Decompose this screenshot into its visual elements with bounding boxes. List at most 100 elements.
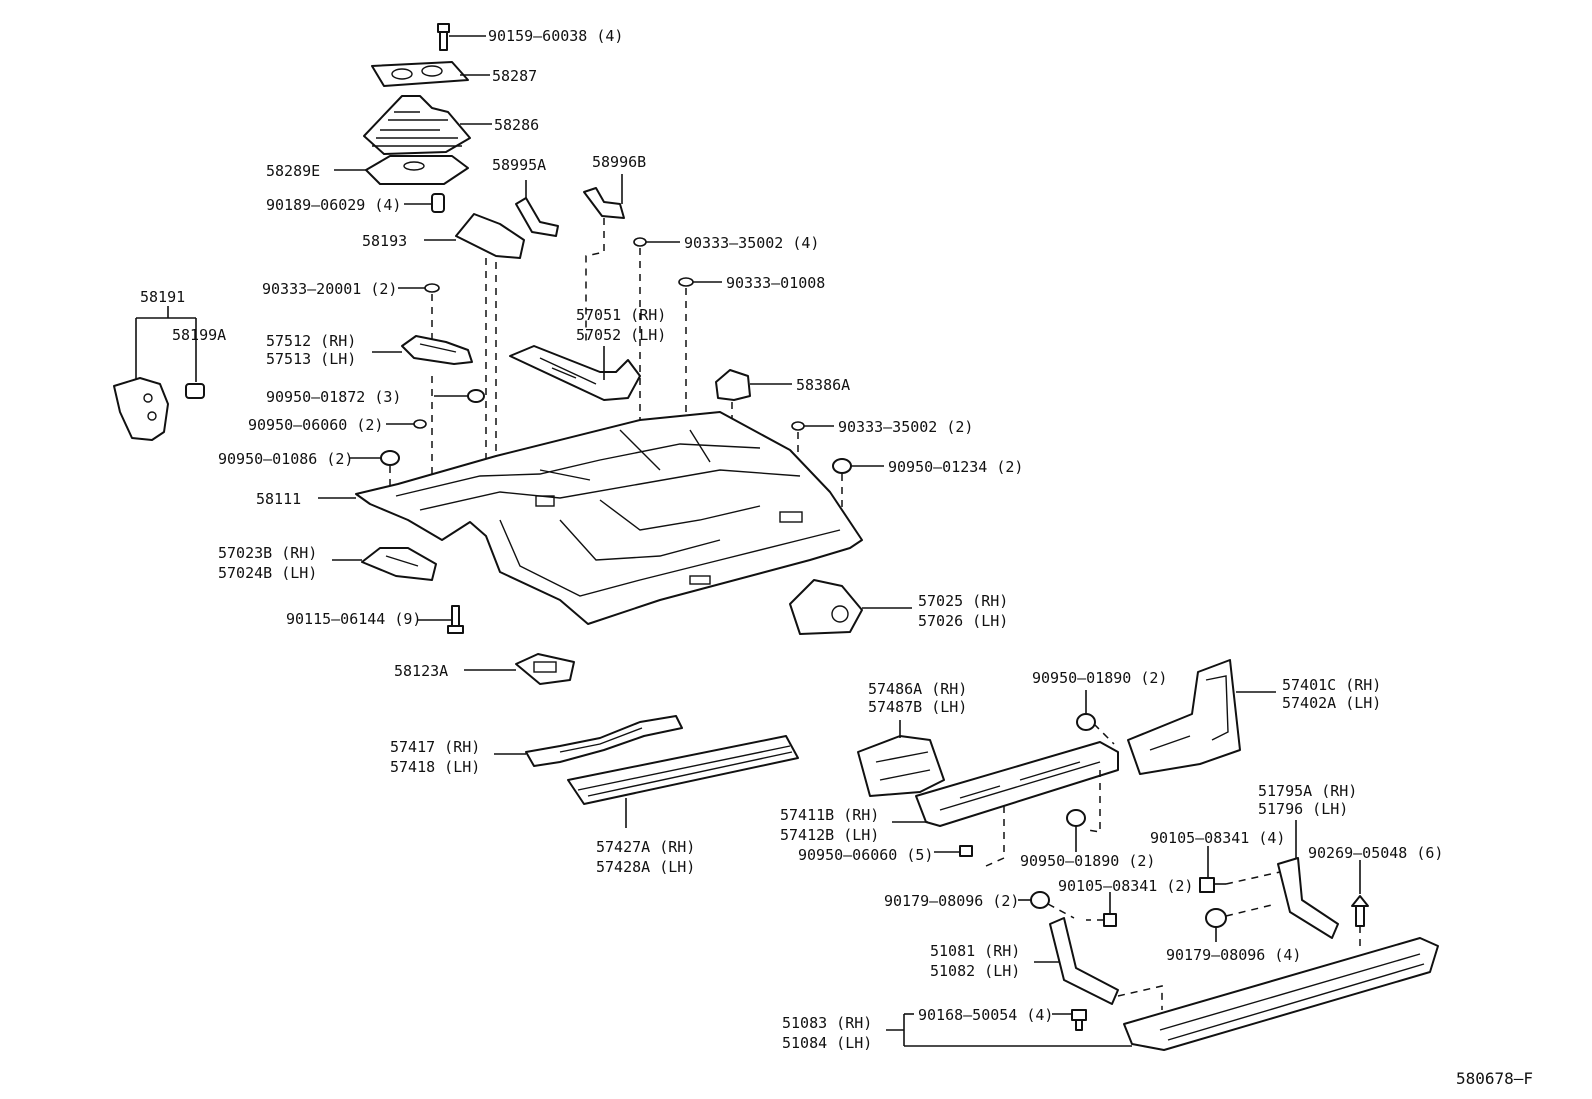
svg-text:57427A (RH): 57427A (RH): [596, 838, 695, 856]
text-callout: 58996B: [592, 153, 646, 171]
bolt-90159-60038: [437, 23, 486, 51]
svg-text:57486A (RH): 57486A (RH): [868, 680, 967, 698]
text-callout: 51081 (RH) 51082 (LH): [930, 942, 1020, 980]
text-callout: 90115–06144 (9): [286, 610, 421, 628]
screw-90168-50054: [1052, 1009, 1087, 1031]
svg-text:58996B: 58996B: [592, 153, 646, 171]
svg-text:58289E: 58289E: [266, 162, 320, 180]
plug-90950-06060: [386, 419, 427, 429]
svg-text:57412B (LH): 57412B (LH): [780, 826, 879, 844]
svg-text:90333–20001 (2): 90333–20001 (2): [262, 280, 397, 298]
svg-text:90105–08341 (4): 90105–08341 (4): [1150, 829, 1285, 847]
svg-text:51084 (LH): 51084 (LH): [782, 1034, 872, 1052]
cover-58123A: [464, 653, 575, 685]
bracket-58996B: [583, 174, 625, 346]
bracket-58193: [424, 213, 525, 500]
svg-text:57024B (LH): 57024B (LH): [218, 564, 317, 582]
text-callout: 57512 (RH) 57513 (LH): [266, 332, 356, 368]
bracket-58191: [113, 306, 205, 441]
text-callout: 58995A: [492, 156, 546, 174]
svg-text:90105–08341 (2): 90105–08341 (2): [1058, 877, 1193, 895]
step-51083: [1123, 937, 1439, 1051]
text-callout: 57417 (RH) 57418 (LH): [390, 738, 480, 776]
plug-90333-20001: [398, 283, 440, 490]
nut-90179-08096-b: [1205, 903, 1277, 942]
text-callout: 90159–60038 (4): [488, 27, 623, 45]
plug-90950-01234: [832, 458, 884, 530]
svg-text:90168–50054 (4): 90168–50054 (4): [918, 1006, 1053, 1024]
svg-text:90179–08096 (2): 90179–08096 (2): [884, 892, 1019, 910]
boot-58286: [363, 95, 492, 155]
plug-90950-01890-b: [1066, 809, 1086, 852]
reinforcement-57051: [509, 345, 641, 401]
text-callout: 57411B (RH) 57412B (LH): [780, 806, 879, 844]
svg-text:57401C (RH): 57401C (RH): [1282, 676, 1381, 694]
svg-text:57051 (RH): 57051 (RH): [576, 306, 666, 324]
svg-text:58199A: 58199A: [172, 326, 226, 344]
svg-text:58386A: 58386A: [796, 376, 850, 394]
svg-text:90333–01008: 90333–01008: [726, 274, 825, 292]
clip-90269-05048: [1351, 860, 1369, 950]
extension-57486A: [857, 720, 945, 797]
text-callout: 90105–08341 (4): [1150, 829, 1285, 847]
plug-90950-01872: [434, 389, 485, 403]
svg-text:57512 (RH): 57512 (RH): [266, 332, 356, 350]
svg-text:57023B (RH): 57023B (RH): [218, 544, 317, 562]
svg-text:58191: 58191: [140, 288, 185, 306]
text-callout: 90179–08096 (4): [1166, 946, 1301, 964]
text-callout: 57427A (RH) 57428A (LH): [596, 838, 695, 876]
bracket-57023B: [332, 547, 437, 581]
member-57427A: [567, 735, 799, 828]
text-callout: 90168–50054 (4): [918, 1006, 1053, 1024]
text-callout: 58191: [140, 288, 185, 306]
text-callout: 58287: [492, 67, 537, 85]
svg-text:90950–01872 (3): 90950–01872 (3): [266, 388, 401, 406]
svg-text:90333–35002 (4): 90333–35002 (4): [684, 234, 819, 252]
svg-text:57513 (LH): 57513 (LH): [266, 350, 356, 368]
text-callout: 90333–01008: [726, 274, 825, 292]
text-callout: 90950–01890 (2): [1032, 669, 1167, 687]
svg-text:51082 (LH): 51082 (LH): [930, 962, 1020, 980]
svg-text:90189–06029 (4): 90189–06029 (4): [266, 196, 401, 214]
svg-text:51796 (LH): 51796 (LH): [1258, 800, 1348, 818]
bracket-58995A: [515, 180, 559, 237]
svg-text:51081 (RH): 51081 (RH): [930, 942, 1020, 960]
svg-text:57418 (LH): 57418 (LH): [390, 758, 480, 776]
svg-text:90179–08096 (4): 90179–08096 (4): [1166, 946, 1301, 964]
text-callout: 57486A (RH) 57487B (LH): [868, 680, 967, 716]
text-callout: 58193: [362, 232, 407, 250]
svg-text:90950–01086 (2): 90950–01086 (2): [218, 450, 353, 468]
svg-text:90950–01890 (2): 90950–01890 (2): [1020, 852, 1155, 870]
text-callout: 90269–05048 (6): [1308, 844, 1443, 862]
svg-text:57487B (LH): 57487B (LH): [868, 698, 967, 716]
text-callout: 90950–01890 (2): [1020, 852, 1155, 870]
text-callout: 58289E: [266, 162, 320, 180]
bolt-90105-08341-b: [1086, 892, 1117, 927]
text-callout: 90950–01086 (2): [218, 450, 353, 468]
svg-text:58123A: 58123A: [394, 662, 448, 680]
bracket-51081: [1034, 917, 1163, 1010]
svg-text:90950–01234 (2): 90950–01234 (2): [888, 458, 1023, 476]
text-callout: 90950–06060 (2): [248, 416, 383, 434]
svg-text:90159–60038 (4): 90159–60038 (4): [488, 27, 623, 45]
text-callout: 90950–01872 (3): [266, 388, 401, 406]
floor-pan-58111: [318, 411, 863, 625]
text-callout: 90179–08096 (2): [884, 892, 1019, 910]
text-callout: 58386A: [796, 376, 850, 394]
plug-90950-06060-square: [934, 845, 973, 857]
svg-text:580678–F: 580678–F: [1456, 1069, 1533, 1088]
svg-text:90950–01890 (2): 90950–01890 (2): [1032, 669, 1167, 687]
svg-text:57411B (RH): 57411B (RH): [780, 806, 879, 824]
svg-text:90950–06060 (5): 90950–06060 (5): [798, 846, 933, 864]
svg-text:90269–05048 (6): 90269–05048 (6): [1308, 844, 1443, 862]
text-callout: 90333–35002 (2): [838, 418, 973, 436]
text-callout: 90950–01234 (2): [888, 458, 1023, 476]
svg-text:57025 (RH): 57025 (RH): [918, 592, 1008, 610]
text-callout: 58199A: [172, 326, 226, 344]
svg-text:58287: 58287: [492, 67, 537, 85]
member-57417: [494, 715, 683, 767]
text-callout: 58111: [256, 490, 301, 508]
text-callout: 57025 (RH) 57026 (LH): [918, 592, 1008, 630]
svg-text:58286: 58286: [494, 116, 539, 134]
svg-text:58193: 58193: [362, 232, 407, 250]
